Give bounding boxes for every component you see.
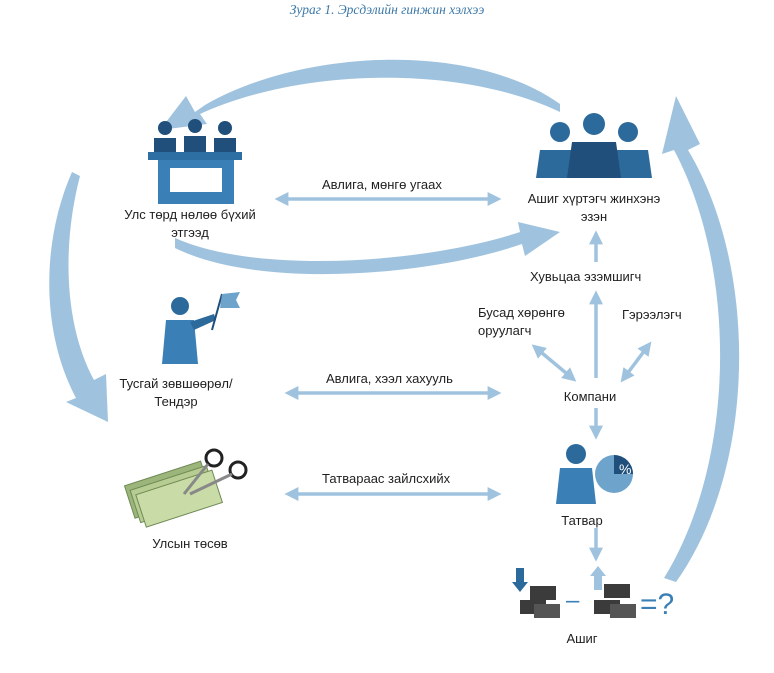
arrow-company-investor — [531, 344, 577, 382]
node-shareholder-label: Хувьцаа эзэмшигч — [530, 269, 642, 284]
right-curved-arrow — [662, 96, 740, 582]
top-curved-arrow — [160, 59, 560, 130]
minus-symbol: – — [566, 587, 580, 614]
link-corruption-bribe-label: Авлига, хээл хахууль — [326, 371, 453, 386]
node-investor-label: Бусад хөрөнгө оруулагч — [478, 305, 565, 338]
link-tax-evasion-label: Татвараас зайлсхийх — [322, 471, 451, 486]
node-contractor-label: Гэрээлэгч — [622, 307, 682, 322]
cash-stack-left-icon — [512, 568, 560, 618]
left-curved-arrow — [49, 172, 108, 422]
equals-question-symbol: =? — [640, 588, 674, 621]
node-budget-label: Улсын төсөв — [152, 536, 228, 551]
node-state-label: Улс төрд нөлөө бүхий этгээд — [124, 207, 256, 240]
node-license-label: Тусгай зөвшөөрөл/ Тендэр — [119, 376, 233, 409]
node-company-label: Компани — [563, 389, 617, 404]
node-tax-label: Татвар — [561, 513, 603, 528]
node-profit-label: Ашиг — [566, 631, 598, 646]
man-with-flag-icon — [162, 292, 240, 364]
link-corruption-laundering-label: Авлига, мөнгө угаах — [322, 177, 442, 192]
percent-symbol: % — [619, 461, 631, 477]
money-scissors-icon — [123, 448, 248, 528]
node-owner-label: Ашиг хүртэгч жинхэнэ эзэн — [527, 191, 661, 224]
businessmen-group-icon — [536, 113, 652, 178]
arrow-company-contractor — [620, 341, 652, 383]
tax-officer-icon — [556, 444, 633, 504]
podium-figures-icon — [148, 119, 242, 204]
mid-curved-arrow — [175, 222, 560, 275]
figure-title: Зураг 1. Эрсдэлийн гинжин хэлхээ — [289, 2, 485, 17]
cash-stack-right-icon — [590, 566, 636, 618]
